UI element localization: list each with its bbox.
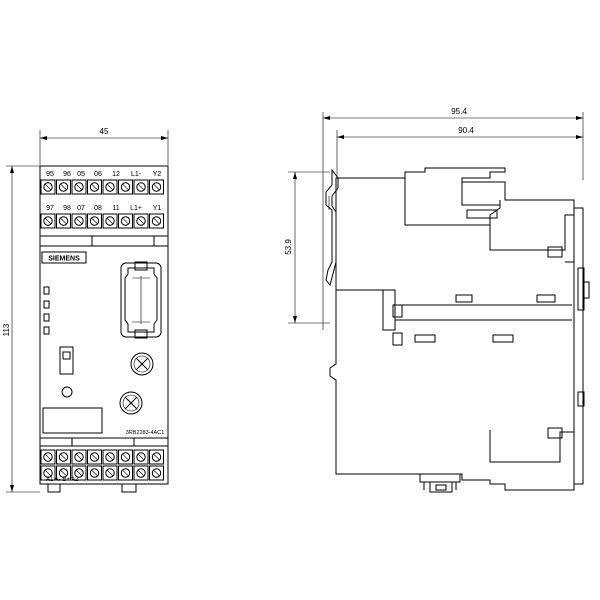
bottom-terminal-lower-6 [133,465,149,481]
label-plate [42,407,103,434]
top-terminal-label-row2-1: 98 [63,205,71,212]
din-rail-clip [325,168,339,287]
top-terminal-label-2: 05 [77,171,85,178]
top-terminal-upper-5 [118,179,133,195]
side-view [325,167,590,493]
bottom-terminal-upper-1 [56,449,71,465]
bottom-terminal-upper-0 [40,449,56,465]
bottom-terminal-lower-2 [71,465,87,481]
front-width-label: 45 [100,127,109,136]
front-height-label: 113 [2,323,11,336]
top-terminal-lower-6 [133,213,149,229]
side-rail-height-dimension: 53.9 [284,171,330,324]
sensor-window [120,261,162,339]
bottom-terminal-block [40,449,164,481]
top-terminal-upper-1 [56,179,71,195]
bottom-terminal-upper-2 [71,449,87,465]
top-terminal-upper-2 [71,179,87,195]
reset-button [59,346,74,375]
top-terminal-upper-6 [133,179,149,195]
bottom-terminal-lower-4 [102,465,118,481]
part-number: 3RB2283-4AC1 [126,430,165,436]
top-terminal-upper-7 [149,179,164,195]
bottom-terminal-upper-4 [102,449,118,465]
bottom-terminal-lower-1 [56,465,71,481]
bottom-terminal-lower-5 [118,465,133,481]
top-terminal-label-1: 96 [63,171,71,178]
top-terminal-lower-2 [71,213,87,229]
top-terminal-lower-7 [149,213,164,229]
top-terminal-label-row2-6: Y1 [153,205,162,212]
top-terminal-lower-1 [56,213,71,229]
side-rail-height-label: 53.9 [284,239,293,255]
status-leds [43,286,50,335]
front-height-dimension: 113 [2,165,40,493]
bottom-terminal-upper-3 [87,449,102,465]
side-housing [329,167,584,491]
front-housing [39,165,169,485]
top-terminal-label-row2-4: 11 [112,205,119,212]
bottom-terminal-upper-6 [133,449,149,465]
bottom-terminal-lower-3 [87,465,102,481]
top-terminal-lower-3 [87,213,102,229]
top-terminal-block [40,179,164,229]
top-terminal-label-5: L1- [131,171,142,178]
side-total-depth-dimension: 95.4 [322,107,584,330]
front-width-dimension: 45 [39,127,169,165]
test-indicator [61,386,73,398]
side-total-depth-label: 95.4 [451,107,467,116]
top-terminal-upper-0 [40,179,56,195]
top-terminal-lower-0 [40,213,56,229]
top-terminal-label-row2-5: L1+ [130,205,142,212]
bottom-terminal-label: A1 A- B+ A2 [46,477,79,483]
bottom-terminal-upper-5 [118,449,133,465]
top-terminal-lower-5 [118,213,133,229]
side-depth-label: 90.4 [458,126,474,135]
top-terminal-label-0: 95 [46,171,54,178]
top-terminal-label-row2-2: 07 [77,205,85,212]
bottom-terminal-lower-7 [149,465,164,481]
top-terminal-label-row2-0: 97 [46,205,54,212]
side-depth-dimension: 90.4 [336,126,583,178]
bottom-terminal-upper-7 [149,449,164,465]
front-view: 95 96 05 06 12 L1- Y2 97 98 07 08 11 L1+… [39,165,169,493]
top-terminal-upper-4 [102,179,118,195]
top-terminal-upper-3 [87,179,102,195]
top-terminal-label-3: 06 [94,171,102,178]
bottom-terminal-lower-0 [40,465,56,481]
top-terminal-label-row2-3: 08 [94,205,102,212]
setting-knob-lower [119,391,143,415]
setting-knob-upper [130,352,154,376]
top-terminal-label-4: 12 [112,171,120,178]
logo-text: SIEMENS [48,256,80,263]
top-terminal-label-6: Y2 [153,171,162,178]
siemens-logo [41,251,87,264]
top-terminal-lower-4 [102,213,118,229]
